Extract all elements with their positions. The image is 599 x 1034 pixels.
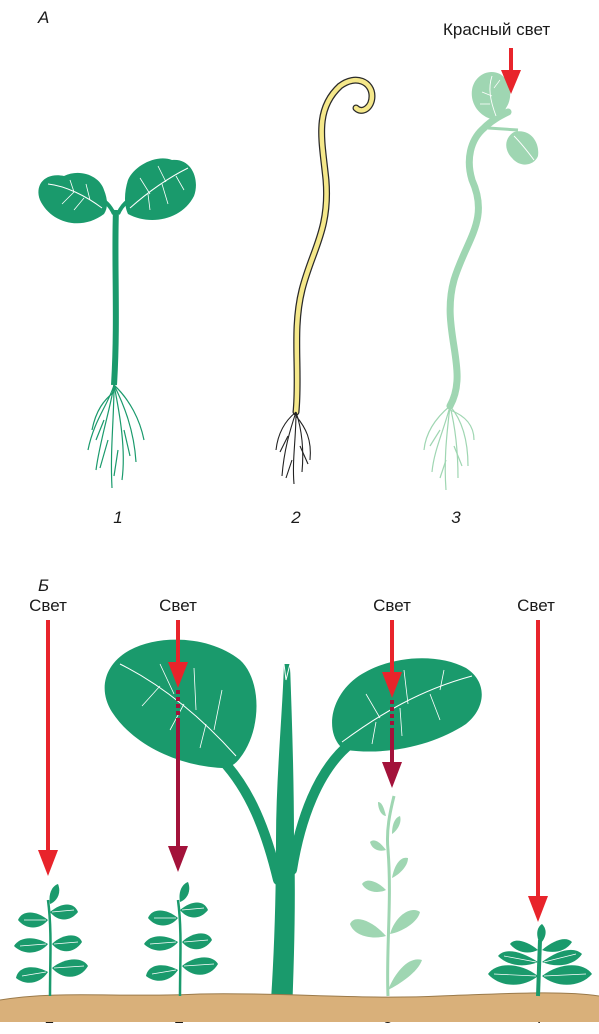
seedling-a3-pale — [424, 72, 538, 490]
light-arrow-4 — [528, 620, 548, 922]
leaf-a1-left — [38, 173, 107, 223]
small-plant-2 — [144, 882, 218, 996]
small-plant-1 — [14, 884, 88, 996]
small-plant-4 — [488, 924, 592, 996]
canopy-leaf-right — [332, 658, 482, 751]
small-plant-3 — [350, 796, 422, 996]
seedling-a2-etiolated — [276, 80, 372, 484]
light-arrow-1 — [38, 620, 58, 876]
canopy-plant — [105, 640, 482, 1015]
soil — [0, 993, 599, 1022]
leaf-a1-right — [125, 158, 196, 220]
seedling-a1-green — [38, 158, 196, 488]
